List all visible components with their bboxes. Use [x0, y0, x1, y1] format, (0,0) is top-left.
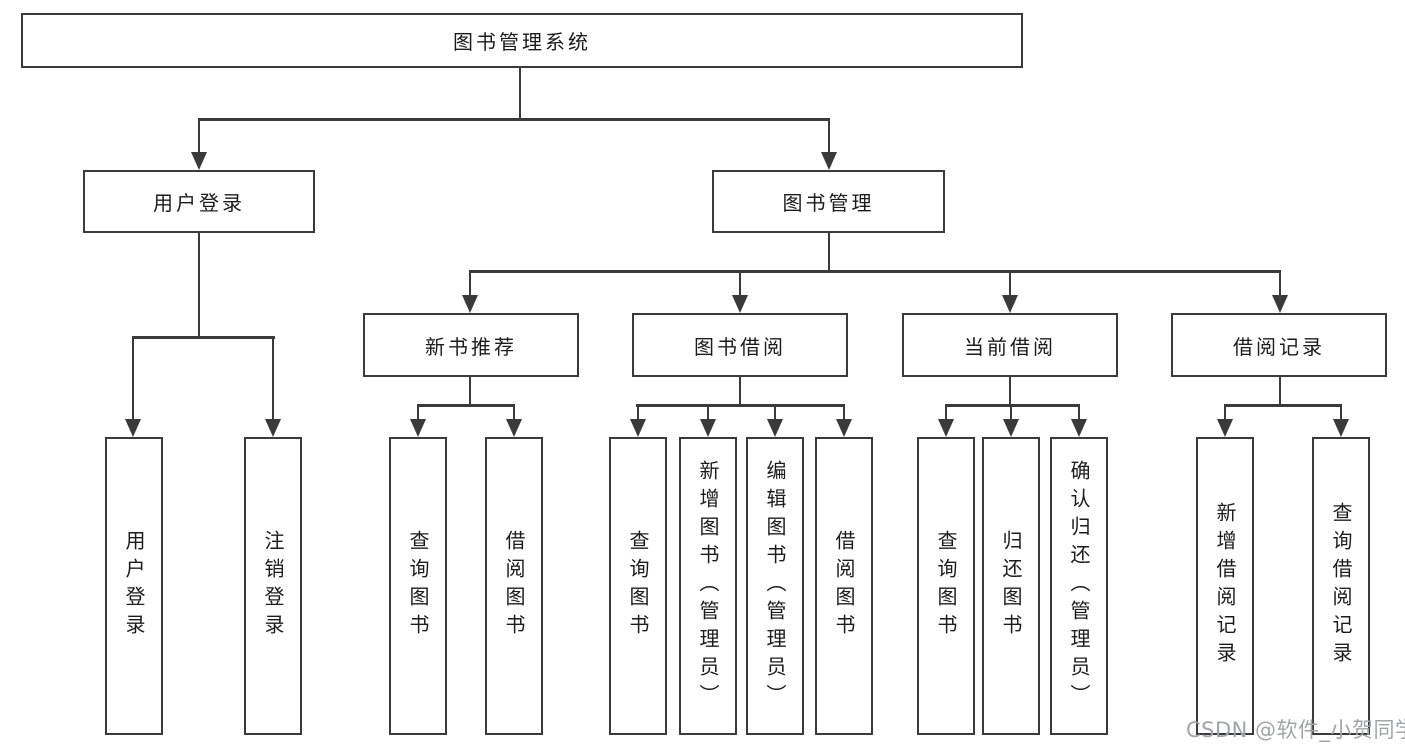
connector-line — [512, 404, 516, 421]
arrow-down-icon — [125, 419, 141, 437]
arrow-down-icon — [1071, 419, 1087, 437]
arrow-down-icon — [191, 152, 207, 170]
node-leaf-query-book-recommendation: 查询图书 — [389, 437, 447, 735]
node-book-borrowing: 图书借阅 — [632, 313, 848, 377]
connector-line — [271, 336, 275, 420]
node-book-borrowing-label: 图书借阅 — [694, 334, 786, 359]
node-leaf-borrow-book-recommendation: 借阅图书 — [485, 437, 543, 735]
node-book-management-label: 图书管理 — [782, 191, 875, 215]
node-leaf-edit-book-admin-label: 编辑图书（管理员） — [763, 460, 787, 712]
connector-line — [1008, 270, 1012, 298]
arrow-down-icon — [836, 419, 852, 437]
arrow-down-icon — [265, 419, 281, 437]
node-leaf-return-book: 归还图书 — [982, 437, 1040, 735]
node-leaf-return-book-label: 归还图书 — [999, 530, 1023, 642]
node-leaf-add-borrow-record-label: 新增借阅记录 — [1213, 502, 1237, 670]
connector-line — [416, 404, 516, 407]
node-leaf-user-login: 用户登录 — [105, 437, 163, 735]
arrow-down-icon — [1002, 295, 1018, 313]
node-book-management: 图书管理 — [712, 170, 945, 233]
connector-line — [197, 118, 201, 154]
node-leaf-add-book-admin: 新增图书（管理员） — [679, 437, 737, 735]
arrow-down-icon — [506, 419, 522, 437]
connector-line — [1223, 404, 1227, 421]
node-leaf-query-book-recommendation-label: 查询图书 — [406, 530, 430, 642]
connector-line — [773, 404, 777, 421]
arrow-down-icon — [410, 419, 426, 437]
node-new-book-recommendation-label: 新书推荐 — [425, 334, 517, 359]
node-leaf-borrow-book-recommendation-label: 借阅图书 — [502, 530, 526, 642]
node-leaf-query-borrow-record-label: 查询借阅记录 — [1329, 502, 1353, 670]
node-leaf-logout-label: 注销登录 — [261, 530, 285, 642]
connector-line — [131, 336, 135, 420]
connector-line — [944, 404, 948, 421]
node-leaf-query-book-borrowing: 查询图书 — [609, 437, 667, 735]
node-leaf-logout: 注销登录 — [244, 437, 302, 735]
node-leaf-user-login-label: 用户登录 — [122, 530, 146, 642]
arrow-down-icon — [630, 419, 646, 437]
connector-line — [1009, 404, 1013, 421]
arrow-down-icon — [767, 419, 783, 437]
connector-line — [827, 118, 831, 154]
node-leaf-add-book-admin-label: 新增图书（管理员） — [696, 460, 720, 712]
node-leaf-confirm-return-admin: 确认归还（管理员） — [1050, 437, 1108, 735]
connector-line — [827, 231, 831, 272]
connector-line — [416, 404, 420, 421]
connector-line — [468, 270, 472, 298]
connector-line — [635, 404, 846, 407]
arrow-down-icon — [821, 152, 837, 170]
arrow-down-icon — [1217, 419, 1233, 437]
node-user-login-label: 用户登录 — [153, 191, 245, 215]
node-user-login: 用户登录 — [83, 170, 315, 233]
connector-line — [944, 404, 1081, 407]
connector-line — [1008, 375, 1012, 406]
connector-line — [1278, 375, 1282, 406]
node-borrowing-records-label: 借阅记录 — [1233, 334, 1325, 359]
node-leaf-confirm-return-admin-label: 确认归还（管理员） — [1067, 460, 1091, 712]
node-leaf-borrow-book: 借阅图书 — [815, 437, 873, 735]
node-current-borrowing-label: 当前借阅 — [964, 334, 1056, 359]
connector-line — [842, 404, 846, 421]
arrow-down-icon — [1003, 419, 1019, 437]
node-leaf-add-borrow-record: 新增借阅记录 — [1196, 437, 1254, 735]
node-leaf-query-book-current-label: 查询图书 — [934, 530, 958, 642]
connector-line — [1339, 404, 1343, 421]
connector-line — [197, 118, 831, 121]
connector-line — [636, 404, 640, 421]
arrow-down-icon — [1272, 295, 1288, 313]
connector-line — [518, 66, 522, 120]
node-leaf-query-borrow-record: 查询借阅记录 — [1312, 437, 1370, 735]
node-library-management-system: 图书管理系统 — [21, 13, 1023, 68]
node-leaf-query-book-borrowing-label: 查询图书 — [626, 530, 650, 642]
connector-line — [197, 231, 201, 338]
node-leaf-borrow-book-label: 借阅图书 — [832, 530, 856, 642]
connector-line — [468, 270, 1282, 273]
node-leaf-edit-book-admin: 编辑图书（管理员） — [746, 437, 804, 735]
connector-line — [1077, 404, 1081, 421]
connector-line — [468, 375, 472, 406]
arrow-down-icon — [700, 419, 716, 437]
arrow-down-icon — [938, 419, 954, 437]
node-leaf-query-book-current: 查询图书 — [917, 437, 975, 735]
connector-line — [1223, 404, 1343, 407]
node-new-book-recommendation: 新书推荐 — [363, 313, 579, 377]
arrow-down-icon — [462, 295, 478, 313]
arrow-down-icon — [732, 295, 748, 313]
connector-line — [706, 404, 710, 421]
connector-line — [1278, 270, 1282, 298]
arrow-down-icon — [1333, 419, 1349, 437]
node-library-management-system-label: 图书管理系统 — [453, 30, 591, 54]
connector-line — [738, 270, 742, 298]
node-borrowing-records: 借阅记录 — [1171, 313, 1387, 377]
connector-line — [738, 375, 742, 406]
csdn-watermark: CSDN @软件_小贺同学 — [1186, 718, 1405, 742]
connector-line — [131, 336, 276, 339]
node-current-borrowing: 当前借阅 — [902, 313, 1118, 377]
